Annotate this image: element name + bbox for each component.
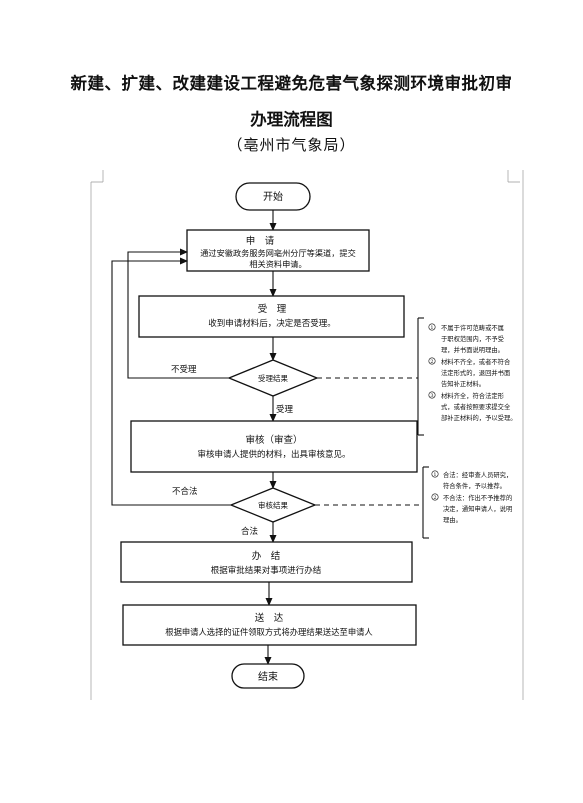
svg-text:2: 2 [430,359,433,365]
accept-note-3: 3 材料齐全，符合法定形 式，或者按照要求提交全 部补正材料的，予以受理。 [428,391,517,422]
not-accepted-label: 不受理 [171,364,197,375]
apply-description-line1: 通过安徽政务服务网亳州分厅等渠道，提交 [200,248,356,258]
accept-note-3-line1: 材料齐全，符合法定形 [441,391,505,400]
accept-note-2-line1: 材料不齐全，或者不符合 [441,357,511,366]
accept-note-2: 2 材料不齐全，或者不符合 法定形式的，退回并书面 告知补正材料。 [428,357,511,388]
review-note-2-line1: 不合法：作出不予推荐的 [443,493,512,502]
accept-note-1-line1: 不属于许可范畴或不属 [441,323,504,332]
accept-note-2-line3: 告知补正材料。 [441,379,485,388]
accept-title: 受 理 [258,303,287,315]
accept-note-3-line3: 部补正材料的，予以受理。 [441,413,517,422]
apply-title: 申 请 [246,235,275,247]
review-box [130,420,418,473]
finish-title: 办 结 [252,550,281,562]
finish-description: 根据审批结果对事项进行办结 [211,565,322,576]
accept-note-3-line2: 式，或者按照要求提交全 [441,402,511,411]
not-qualified-label: 不合法 [172,486,198,497]
accept-note-1: 1 不属于许可范畴或不属 于职权范围内，不予受 理，并书面说明理由。 [428,323,504,354]
accept-box [138,295,405,338]
arrow-not-qualified-loop [111,257,231,506]
review-notes-bracket-ticks [423,466,429,539]
review-result-label: 审核结果 [258,500,288,510]
review-title: 审核（审查） [245,434,302,446]
finish-box [120,541,413,583]
accept-note-1-line2: 于职权范围内，不予受 [441,334,504,343]
deliver-box [122,604,417,646]
page-subtitle: 办理流程图 [250,110,333,129]
deliver-description: 根据申请人选择的证件领取方式将办理结果送达至申请人 [165,627,372,637]
issuing-agency: （亳州市气象局） [227,136,356,154]
accept-note-1-line3: 理，并书面说明理由。 [441,345,504,354]
review-note-2-line2: 决定，通知申请人，说明 [443,504,512,513]
arrow-not-accepted-loop [127,248,229,379]
start-label: 开始 [263,190,283,203]
review-note-2: 2 不合法：作出不予推荐的 决定，通知申请人，说明 理由。 [431,493,512,524]
svg-text:2: 2 [433,495,436,501]
svg-text:3: 3 [430,393,433,399]
review-note-1-line2: 符合条件，予以推荐。 [443,481,506,490]
page-title: 新建、扩建、改建建设工程避免危害气象探测环境审批初审 [70,74,513,93]
apply-description-line2: 相关资料申请。 [249,259,306,269]
end-node [231,663,305,689]
page-corner-marks [90,170,524,700]
accept-notes-bracket-ticks [418,317,424,436]
end-label: 结束 [258,670,278,683]
accept-result-label: 受理结果 [258,373,288,383]
review-note-1-line1: 合法：经审查人员研究， [443,470,512,479]
accept-description: 收到申请材料后，决定是否受理。 [208,318,336,329]
deliver-title: 送 达 [255,612,284,624]
svg-text:1: 1 [430,325,433,331]
review-description: 审核申请人提供的材料，出具审核意见。 [197,449,350,460]
qualified-label: 合法 [241,526,258,537]
review-note-2-line3: 理由。 [443,515,462,524]
accepted-label: 受理 [276,404,294,415]
accept-note-2-line2: 法定形式的，退回并书面 [441,368,510,377]
svg-text:1: 1 [433,472,436,478]
review-note-1: 1 合法：经审查人员研究， 符合条件，予以推荐。 [431,470,512,490]
